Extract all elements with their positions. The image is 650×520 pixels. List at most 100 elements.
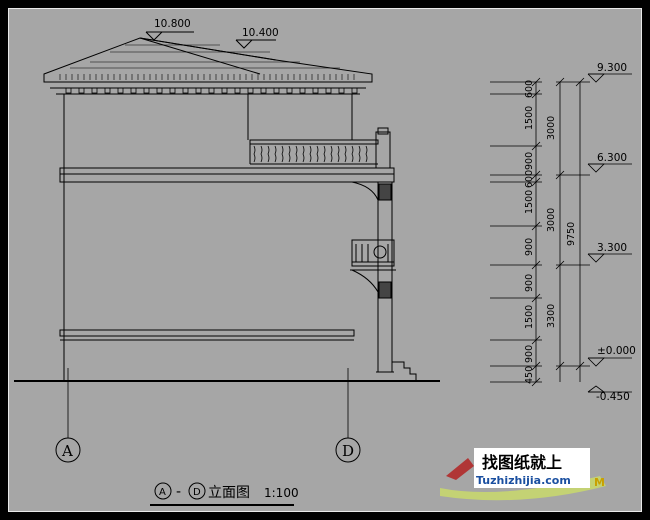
sheet-background — [8, 8, 642, 512]
cornice-dentils — [65, 87, 358, 94]
baluster — [281, 145, 284, 163]
level-label-4: ±0.000 — [597, 345, 636, 357]
watermark-line1: 找图纸就上 — [482, 453, 562, 472]
belt-courses — [59, 167, 395, 341]
dimension-chains — [535, 82, 581, 382]
floor-dim-2: 3000 — [546, 208, 557, 232]
dim-tick — [531, 141, 541, 151]
dentil — [247, 87, 254, 94]
dentil — [208, 87, 215, 94]
dentil — [221, 87, 228, 94]
roof-elev-2: 10.400 — [242, 27, 279, 39]
dentil — [338, 87, 345, 94]
watermark-tag: M — [594, 476, 605, 489]
watermark-line2: Tuzhizhijia.com — [476, 474, 571, 487]
roof-elev-1: 10.800 — [154, 18, 191, 30]
dentil — [286, 87, 293, 94]
dim-tick — [531, 293, 541, 303]
dim-tick — [531, 177, 541, 187]
roof-elevation-markers — [145, 31, 276, 49]
dim-tick — [575, 77, 585, 87]
inner-dim-label: 600 — [524, 170, 535, 188]
inner-dim-label: 600 — [524, 80, 535, 98]
level-label-2: 6.300 — [597, 152, 627, 164]
dentil — [130, 87, 137, 94]
baluster — [260, 145, 263, 163]
inner-dim-label: 1500 — [524, 106, 535, 130]
level-label-1: 9.300 — [597, 62, 627, 74]
dentil — [65, 87, 72, 94]
dim-tick — [531, 377, 541, 387]
axis-bubble-d — [335, 437, 361, 463]
baluster — [316, 145, 319, 163]
title-axis-start: A — [159, 487, 166, 498]
level-markers — [587, 73, 632, 393]
dimension-ticks — [490, 77, 590, 387]
inner-dim-label: 900 — [524, 274, 535, 292]
main-wall — [63, 94, 353, 381]
dim-tick — [531, 260, 541, 270]
inner-dim-label: 900 — [524, 238, 535, 256]
dentil — [78, 87, 85, 94]
floor-dim-3: 3300 — [546, 304, 557, 328]
total-dim: 9750 — [566, 222, 577, 246]
dim-tick — [531, 170, 541, 180]
inner-dim-label: 900 — [524, 152, 535, 170]
dentil — [91, 87, 98, 94]
axis-bubble-a — [55, 437, 81, 463]
dim-tick — [531, 221, 541, 231]
baluster — [337, 145, 340, 163]
title-axis-bubble-start — [154, 482, 172, 500]
inner-dim-label: 1500 — [524, 190, 535, 214]
dentil — [117, 87, 124, 94]
dentil — [195, 87, 202, 94]
title-dash: - — [176, 484, 181, 500]
sheet-frame — [8, 8, 642, 512]
dentil — [273, 87, 280, 94]
dentil — [325, 87, 332, 94]
baluster — [351, 145, 354, 163]
dentil — [143, 87, 150, 94]
baluster — [295, 145, 298, 163]
baluster — [267, 145, 270, 163]
dim-tick — [531, 89, 541, 99]
level-label-5: -0.450 — [596, 391, 630, 403]
baluster — [323, 145, 326, 163]
axis-label-a: A — [61, 442, 73, 460]
floor-dim-1: 3000 — [546, 116, 557, 140]
inner-dim-label: 450 — [524, 366, 535, 384]
roof-tiles — [59, 74, 355, 80]
baluster — [358, 145, 361, 163]
dentil — [234, 87, 241, 94]
inner-dim-label: 900 — [524, 345, 535, 363]
dentil — [299, 87, 306, 94]
dentil — [156, 87, 163, 94]
dim-tick — [531, 77, 541, 87]
dentil — [312, 87, 319, 94]
baluster — [365, 145, 368, 163]
dentil — [260, 87, 267, 94]
dentil — [104, 87, 111, 94]
level-label-3: 3.300 — [597, 242, 627, 254]
dentil — [169, 87, 176, 94]
axis-label-d: D — [342, 442, 354, 460]
inner-dim-label: 1500 — [524, 305, 535, 329]
baluster — [274, 145, 277, 163]
dim-tick — [575, 361, 585, 371]
baluster — [288, 145, 291, 163]
roof — [43, 37, 373, 95]
watermark-logo: 找图纸就上 Tuzhizhijia.com M — [440, 448, 606, 501]
dim-tick — [531, 361, 541, 371]
baluster — [302, 145, 305, 163]
baluster — [309, 145, 312, 163]
title-axis-bubble-end — [188, 482, 206, 500]
top-balcony — [249, 127, 391, 169]
baluster — [330, 145, 333, 163]
title-axis-end: D — [193, 487, 201, 498]
baluster — [253, 145, 256, 163]
dentil — [351, 87, 358, 94]
drawing-scale: 1:100 — [264, 486, 299, 500]
dim-tick — [531, 335, 541, 345]
